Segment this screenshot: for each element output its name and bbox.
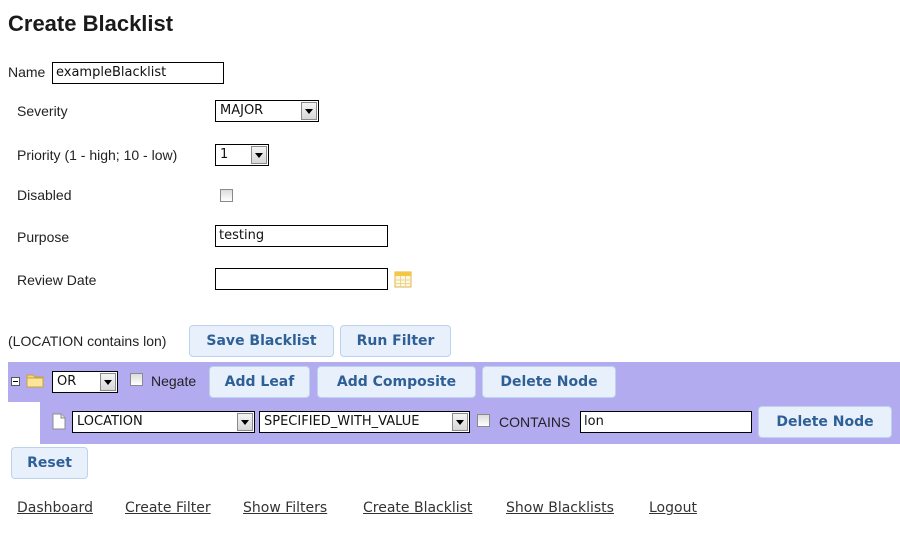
name-label: Name [8,64,46,80]
name-input[interactable]: exampleBlacklist [52,62,224,84]
nav-logout-link[interactable]: Logout [649,500,697,516]
page-title: Create Blacklist [8,11,174,36]
nav-dashboard-link[interactable]: Dashboard [17,500,93,516]
delete-leaf-node-button[interactable]: Delete Node [758,406,892,438]
mode-select[interactable]: SPECIFIED_WITH_VALUE [259,411,470,433]
chevron-down-icon [251,146,267,164]
calendar-icon[interactable] [394,270,412,288]
run-filter-button[interactable]: Run Filter [340,325,451,357]
value-input[interactable]: lon [580,411,752,433]
priority-label: Priority (1 - high; 10 - low) [17,147,178,163]
priority-select[interactable]: 1 [215,144,269,166]
disabled-label: Disabled [17,187,72,203]
chevron-down-icon [237,413,253,431]
chevron-down-icon [301,102,317,120]
purpose-label: Purpose [17,229,70,245]
folder-icon [26,374,44,388]
disabled-checkbox[interactable] [220,189,233,202]
leaf-negate-checkbox[interactable] [477,414,490,427]
mode-select-value: SPECIFIED_WITH_VALUE [264,414,420,429]
nav-create-filter-link[interactable]: Create Filter [125,500,211,516]
filter-expression: (LOCATION contains lon) [8,333,167,349]
field-select[interactable]: LOCATION [72,411,255,433]
purpose-input[interactable]: testing [215,225,388,247]
chevron-down-icon [100,373,116,391]
severity-select[interactable]: MAJOR [215,100,319,122]
field-select-value: LOCATION [77,414,143,429]
review-date-label: Review Date [17,272,97,288]
save-blacklist-button[interactable]: Save Blacklist [189,325,334,357]
tree-collapse-icon[interactable] [11,377,20,386]
contains-label: CONTAINS [499,414,571,430]
nav-create-blacklist-link[interactable]: Create Blacklist [363,500,473,516]
severity-label: Severity [17,103,68,119]
operator-select[interactable]: OR [52,371,118,393]
priority-select-value: 1 [220,147,229,162]
review-date-input[interactable] [215,268,388,290]
nav-show-filters-link[interactable]: Show Filters [243,500,328,516]
add-composite-button[interactable]: Add Composite [317,366,476,398]
delete-composite-node-button[interactable]: Delete Node [482,366,616,398]
severity-select-value: MAJOR [220,103,264,118]
negate-checkbox[interactable] [130,373,143,386]
document-icon [52,413,66,430]
operator-select-value: OR [57,374,77,389]
add-leaf-button[interactable]: Add Leaf [209,366,310,398]
chevron-down-icon [452,413,468,431]
nav-show-blacklists-link[interactable]: Show Blacklists [506,500,614,516]
negate-label: Negate [151,373,197,389]
reset-button[interactable]: Reset [11,447,88,479]
